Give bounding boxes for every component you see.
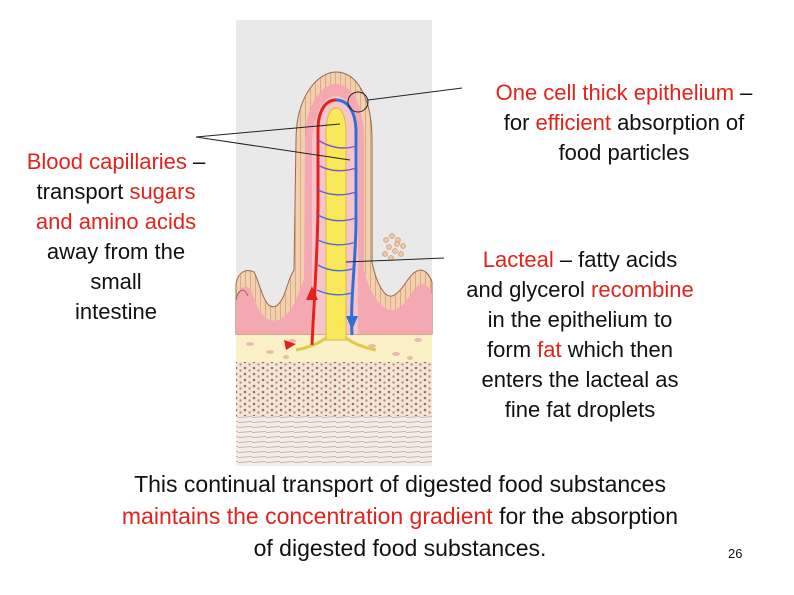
arrow-in-icon	[284, 340, 296, 350]
arrow-up-icon	[306, 286, 318, 300]
lacteal-label: Lacteal – fatty acids and glycerol recom…	[466, 247, 694, 422]
lacteal-term: Lacteal	[482, 247, 554, 272]
epithelium-label: One cell thick epithelium – for efficien…	[495, 80, 753, 165]
arrow-down-icon	[346, 316, 358, 330]
page-number: 26	[728, 546, 743, 561]
venule-blue	[335, 98, 358, 336]
muscle-layer	[236, 362, 432, 416]
blood-capillaries-label: Blood capillaries – transport sugars and…	[26, 149, 206, 324]
fat-cells	[246, 338, 422, 360]
blood-capillaries-term: Blood capillaries	[26, 149, 187, 174]
arteriole-red	[310, 98, 337, 346]
neighbour-villus-left	[235, 289, 249, 301]
epithelium-term: One cell thick epithelium	[495, 80, 735, 105]
fat-droplets-icon	[382, 233, 406, 261]
epithelium-callout-circle	[347, 91, 369, 113]
leader-lines	[195, 87, 463, 263]
summary-text: This continual transport of digested foo…	[121, 471, 679, 561]
fiber-layer	[236, 416, 432, 466]
capillary-network	[316, 139, 357, 296]
lacteal-branches	[295, 336, 377, 352]
lacteal-vessel	[325, 107, 347, 341]
